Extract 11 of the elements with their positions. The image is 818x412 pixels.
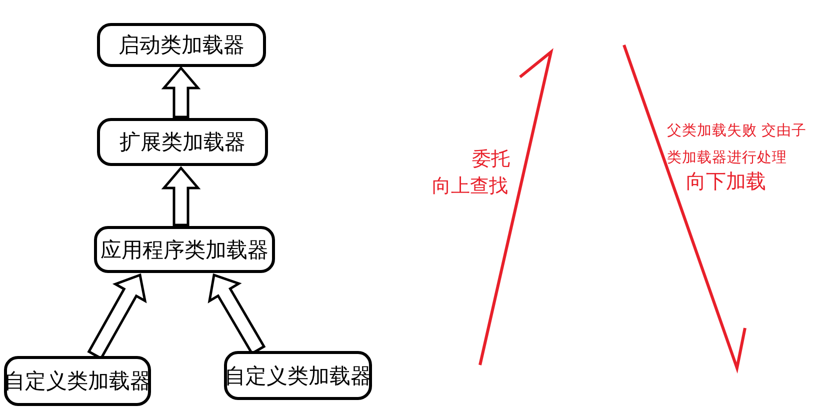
rounded-box: 自定义类加载器 — [224, 351, 372, 400]
rounded-box: 启动类加载器 — [97, 23, 266, 67]
rounded-box: 扩展类加载器 — [97, 118, 268, 166]
annotation-text: 父类加载失败 交由子类加载器进行处理 — [667, 122, 808, 168]
annotation-text: 向上查找 — [432, 174, 508, 199]
annotation-text: 委托 — [472, 147, 510, 172]
block-arrow — [161, 66, 201, 118]
rounded-box: 应用程序类加载器 — [94, 226, 275, 273]
annotation-text: 向下加载 — [686, 168, 766, 195]
block-arrow — [161, 166, 201, 226]
rounded-box: 自定义类加载器 — [4, 356, 151, 406]
